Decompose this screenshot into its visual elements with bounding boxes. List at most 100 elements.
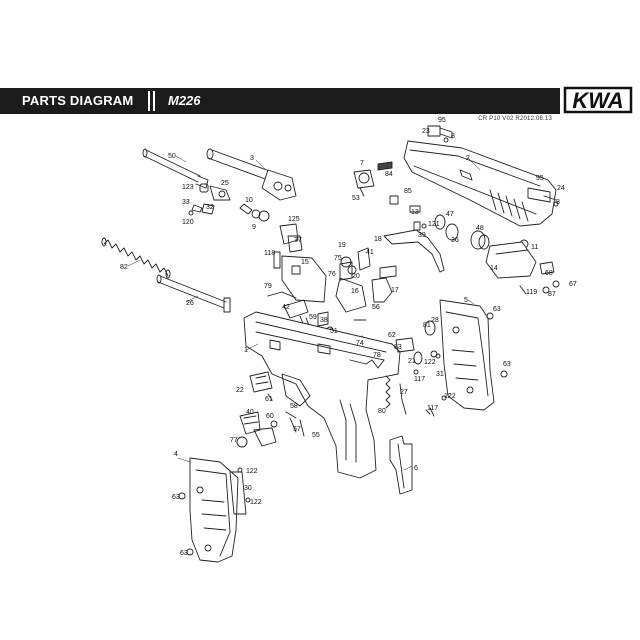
part-label: 50 [168, 153, 176, 160]
part-label: 32 [206, 204, 214, 211]
header-separator [153, 91, 155, 111]
grip-screw-parts [178, 353, 447, 556]
hammer-assembly [273, 229, 445, 313]
part-label: 61 [265, 396, 273, 403]
part-label: 95 [438, 117, 446, 124]
part-label: 13 [411, 209, 419, 216]
part-label: 24 [557, 185, 565, 192]
part-label: 82 [120, 264, 128, 271]
part-label: 11 [531, 244, 538, 251]
part-label: 74 [356, 340, 364, 347]
front-sight-parts [427, 125, 453, 143]
part-label: 85 [404, 188, 412, 195]
part-label: 117 [427, 405, 438, 412]
part-label: 95 [536, 175, 544, 182]
rear-sight-parts [527, 187, 559, 207]
part-label: 42 [282, 304, 290, 311]
part-label: 30 [244, 485, 252, 492]
part-label: 56 [372, 304, 380, 311]
part-label: 47 [446, 211, 454, 218]
part-label: 33 [182, 199, 190, 206]
part-label: 1 [244, 347, 248, 354]
barrel-lug-parts [485, 241, 560, 295]
part-label: 18 [374, 236, 382, 243]
part-label: 53 [352, 195, 360, 202]
part-label: 3 [250, 155, 254, 162]
part-label: 123 [182, 184, 194, 191]
part-label: 80 [378, 408, 386, 415]
part-label: 20 [352, 273, 360, 280]
mag-release-parts [249, 371, 273, 401]
outer-barrel-part [206, 148, 297, 201]
part-label: 120 [182, 219, 194, 226]
right-grip-part [439, 299, 508, 411]
slide-part [403, 140, 557, 227]
model-name: M226 [168, 93, 201, 108]
header-bar [0, 88, 560, 114]
recoil-spring-part [101, 237, 171, 279]
part-label: 68 [545, 270, 553, 277]
part-label: 17 [391, 287, 399, 294]
part-label: 77 [230, 437, 238, 444]
part-label: 8 [556, 199, 560, 206]
part-label: 4 [174, 451, 178, 458]
part-label: 57 [293, 426, 301, 433]
part-label: 125 [288, 216, 300, 223]
part-label: 2 [466, 155, 470, 162]
part-label: 51 [330, 328, 338, 335]
part-label: 55 [312, 432, 320, 439]
part-label: 75 [334, 255, 342, 262]
part-label: 25 [221, 180, 229, 187]
part-label: 21 [408, 358, 416, 365]
part-label: 31 [436, 371, 444, 378]
part-label: 48 [476, 225, 484, 232]
part-label: 63 [503, 361, 511, 368]
part-label: 15 [301, 259, 309, 266]
part-label: 122 [250, 499, 262, 506]
part-label: 83 [394, 344, 402, 351]
slide-stop-parts [395, 320, 438, 365]
magazine-part [389, 435, 413, 495]
part-label: 38 [320, 317, 328, 324]
blowback-unit [353, 161, 421, 213]
part-label: 79 [264, 283, 272, 290]
part-label: 37 [294, 237, 302, 244]
part-label: 76 [328, 271, 336, 278]
part-label: 67 [569, 281, 577, 288]
part-label: 122 [246, 468, 258, 475]
part-label: 62 [388, 332, 396, 339]
part-label: 81 [423, 322, 431, 329]
part-label: 28 [431, 317, 439, 324]
part-label: 122 [424, 359, 436, 366]
part-label: 63 [180, 550, 188, 557]
part-label: 59 [309, 314, 317, 321]
part-label: 60 [266, 413, 274, 420]
springs-parts [365, 359, 435, 417]
part-label: 87 [548, 291, 556, 298]
part-label: 16 [351, 288, 359, 295]
part-label: 26 [186, 300, 194, 307]
part-label: 58 [290, 403, 298, 410]
part-label: 5 [464, 297, 468, 304]
header-separator [148, 91, 150, 111]
part-label: 119 [526, 289, 537, 296]
page-title: PARTS DIAGRAM [22, 93, 134, 108]
part-label: 84 [385, 171, 393, 178]
guide-rod-part [156, 274, 231, 313]
part-label: 118 [264, 250, 275, 257]
part-label: 78 [373, 352, 381, 359]
part-label: 41 [366, 249, 374, 256]
part-label: 19 [338, 242, 346, 249]
part-label: 9 [252, 224, 256, 231]
hop-up-parts [188, 183, 303, 253]
brand-logo: KWA [563, 86, 633, 114]
part-label: 6 [414, 465, 418, 472]
part-label: 121 [428, 221, 440, 228]
part-label: 23 [422, 128, 430, 135]
left-grip-part [189, 457, 239, 563]
version-code: CR P10 V02 R2012.06.13 [478, 116, 552, 122]
leader-lines [127, 155, 481, 471]
part-label: 8 [451, 133, 455, 140]
part-label: 63 [493, 306, 501, 313]
part-label: 63 [172, 494, 180, 501]
